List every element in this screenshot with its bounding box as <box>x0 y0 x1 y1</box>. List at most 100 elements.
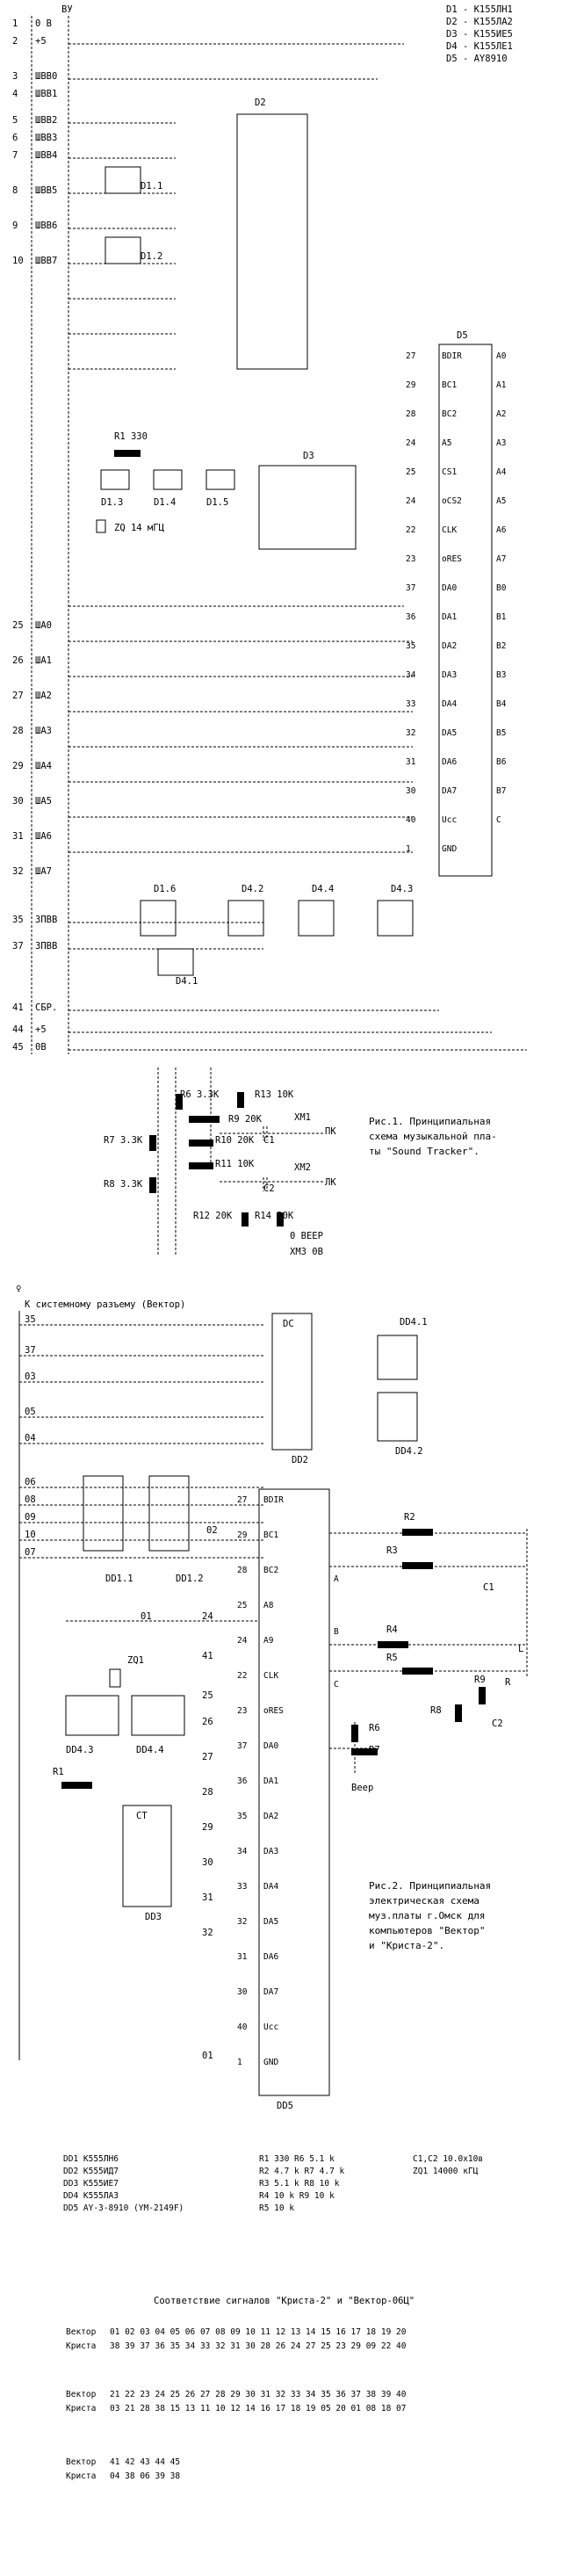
connector-pin-name: СБР. <box>35 1002 57 1013</box>
dd5-left-pin: GND <box>263 2058 278 2067</box>
xm3-label: XM3 0В <box>290 1247 323 1257</box>
d5-left-pin: Ucc <box>442 815 457 825</box>
signal-table: Соответствие сигналов "Криста-2" и "Вект… <box>66 2296 415 2481</box>
dd5-right-pin: A <box>334 1574 339 1584</box>
gate-d4-4 <box>298 900 335 937</box>
d5-right-pin: A6 <box>496 525 507 535</box>
pin-number: 41 <box>202 1651 213 1661</box>
ground-symbol: ♀ <box>16 1284 21 1294</box>
dd5-left-pin: DA1 <box>263 1776 278 1786</box>
pin-number: 29 <box>202 1822 213 1833</box>
connector-pin-name: ШВВ3 <box>35 133 57 143</box>
table-row-label: Криста <box>66 2404 96 2413</box>
d5-pin-number: 33 <box>406 699 415 709</box>
schematic-2: ♀ К системному разъему (Вектор) 35370305… <box>16 1284 528 2111</box>
connector-pin-number: 10 <box>12 256 24 266</box>
part-legend-item: D3 - К155ИЕ5 <box>446 29 513 40</box>
r8-label: R8 3.3K <box>104 1179 143 1190</box>
resistor-r7 <box>351 1748 378 1755</box>
dd5-left-pin: DA4 <box>263 1882 278 1892</box>
connector-pin-number: 6 <box>12 133 18 143</box>
table-row-label: Вектор <box>66 2457 97 2467</box>
connector-pin-number: 41 <box>12 1002 24 1013</box>
resistor-r6 <box>176 1094 183 1110</box>
d1-4-label: D1.4 <box>154 497 176 508</box>
dd5-pin-number: 27 <box>237 1495 247 1505</box>
connector-pin-number: 30 <box>12 796 24 807</box>
d5-left-pin: DA5 <box>442 728 457 738</box>
chip-dd2 <box>271 1313 313 1451</box>
dd5-left-pin: DA0 <box>263 1741 278 1751</box>
dd5-pin-number: 35 <box>237 1812 247 1821</box>
dd5-pin-number: 36 <box>237 1776 248 1786</box>
connector-pin-number: 31 <box>12 831 24 842</box>
gate-d1-4 <box>153 469 183 490</box>
d5-pin-number: 32 <box>406 728 415 738</box>
caption-1-line: ты "Sound Tracker". <box>369 1146 479 1157</box>
gate-dd4-1 <box>377 1335 418 1380</box>
caption-2-line: компьютеров "Вектор" <box>369 1925 485 1936</box>
caption-2-line: муз.платы г.Омск для <box>369 1910 485 1921</box>
d5-right-pin: B6 <box>496 757 507 767</box>
table-row-label: Вектор <box>66 2390 97 2399</box>
gate-d4-2 <box>227 900 264 937</box>
gate-dd1-2 <box>148 1475 190 1552</box>
r9-label: R9 20K <box>228 1114 263 1125</box>
connector-pin-name: ШA3 <box>35 726 52 736</box>
d5-left-pin: oCS2 <box>442 496 462 506</box>
d5-right-pin: B5 <box>496 728 506 738</box>
system-bus-line-label: 10 <box>25 1530 36 1540</box>
table-row-label: Криста <box>66 2341 96 2351</box>
d5-pin-number: 27 <box>406 351 415 361</box>
d5-left-pin: DA6 <box>442 757 457 767</box>
parts-list-item: R1 330 R6 5.1 k <box>259 2154 335 2164</box>
dd5-left-pin: Ucc <box>263 2022 278 2032</box>
connector-pin-name: ШВВ4 <box>35 150 57 161</box>
connector-pin-name: 0В <box>35 1042 47 1053</box>
table-row-values: 03 21 28 38 15 13 11 10 12 14 16 17 18 1… <box>110 2404 406 2413</box>
d5-right-pin: B2 <box>496 641 506 651</box>
connector-pin-number: 26 <box>12 655 24 666</box>
c1-label: C1 <box>263 1135 275 1146</box>
d5-pin-number: 28 <box>406 409 416 419</box>
connector-pin-number: 37 <box>12 941 24 952</box>
gate-d1-5 <box>205 469 235 490</box>
d5-left-pin: GND <box>442 844 457 854</box>
d5-pin-number: 31 <box>406 757 416 767</box>
gate-dd4-3 <box>65 1695 119 1736</box>
dd4-1-label: DD4.1 <box>400 1317 428 1328</box>
d5-left-pin: DA0 <box>442 583 457 593</box>
d5-right-pin: A1 <box>496 380 507 390</box>
c2-label: C2 <box>263 1183 275 1194</box>
dd1-2-label: DD1.2 <box>176 1574 204 1584</box>
r1-label: R1 330 <box>114 431 148 442</box>
connector-label: ВУ <box>61 4 73 15</box>
table-row-label: Криста <box>66 2471 96 2481</box>
part-legend-item: D1 - К155ЛН1 <box>446 4 513 15</box>
dd5-pin-number: 29 <box>237 1530 248 1540</box>
caption-2-line: электрическая схема <box>369 1895 479 1907</box>
dd5-left-pin: BDIR <box>263 1495 284 1505</box>
ct-label: CT <box>136 1811 148 1821</box>
table-row-label: Вектор <box>66 2327 97 2337</box>
d5-left-pin: CLK <box>442 525 457 535</box>
d2-label: D2 <box>255 98 266 108</box>
pin-number: 30 <box>202 1857 213 1868</box>
d5-pin-number: 24 <box>406 496 416 506</box>
chip-d5 <box>438 344 493 877</box>
connector-pin-number: 2 <box>12 36 18 47</box>
parts-list-item: R3 5.1 k R8 10 k <box>259 2179 340 2189</box>
d4-1-label: D4.1 <box>176 976 198 987</box>
system-bus-line-label: 06 <box>25 1477 36 1487</box>
pk-label: ПК <box>325 1126 336 1137</box>
d4-4-label: D4.4 <box>312 884 334 894</box>
connector-pin-name: ШA4 <box>35 761 52 771</box>
d5-pin-number: 23 <box>406 554 415 564</box>
d1-6-label: D1.6 <box>154 884 176 894</box>
d5-left-pin: BC2 <box>442 409 457 419</box>
connector-pin-number: 8 <box>12 185 18 196</box>
d5-label: D5 <box>457 330 468 341</box>
dd5-left-pin: DA5 <box>263 1917 278 1927</box>
